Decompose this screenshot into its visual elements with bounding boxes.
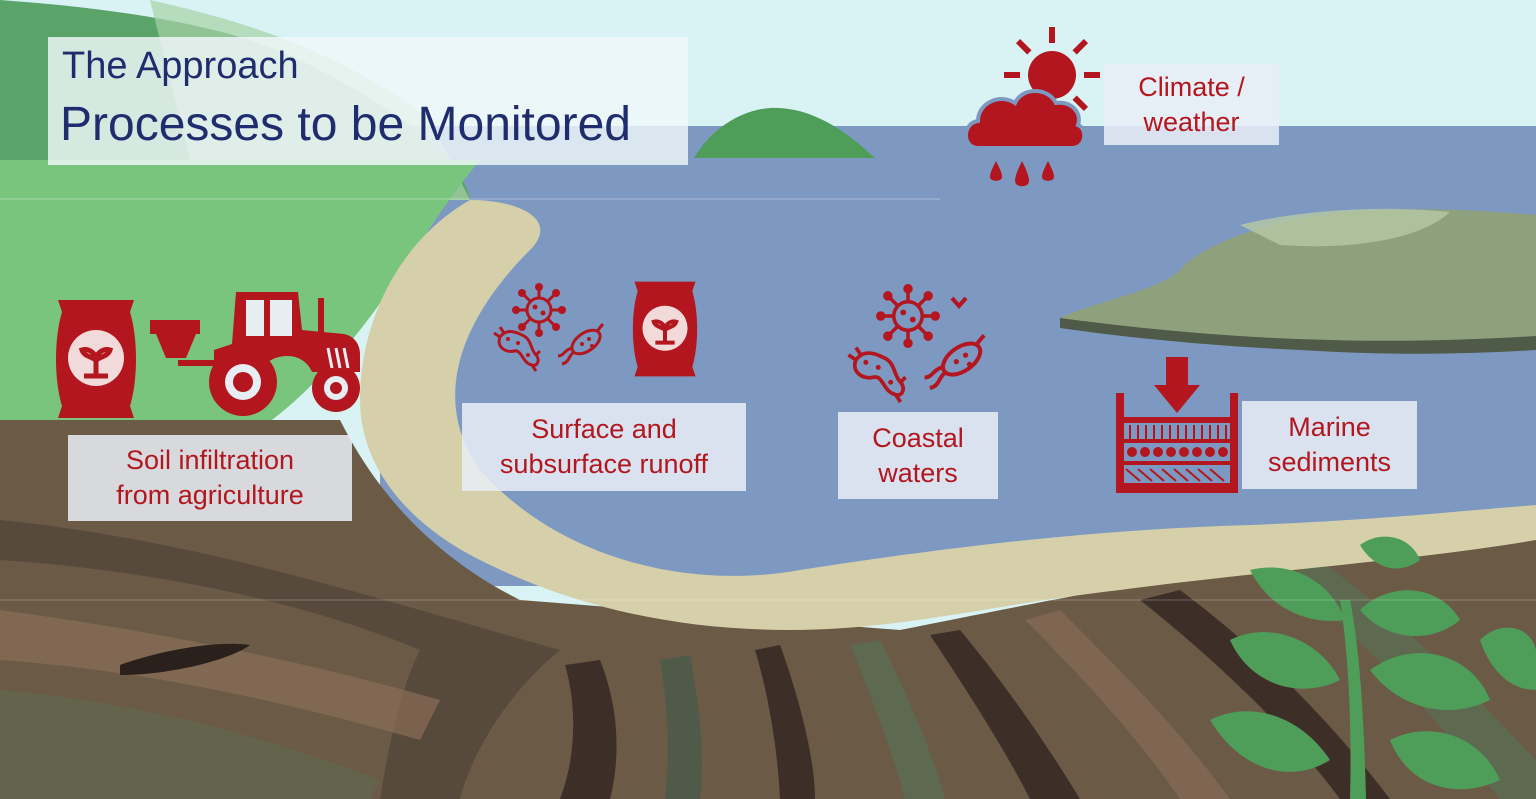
bacteria-icon — [557, 323, 605, 366]
beach — [360, 200, 1536, 630]
marine-label-line-2: sediments — [1267, 447, 1392, 477]
runoff-label-line-2: subsurface runoff — [499, 449, 709, 479]
island — [694, 107, 875, 158]
soil-infiltration-label: Soil infiltration from agriculture — [68, 435, 352, 521]
tractor-icon — [150, 292, 360, 416]
bacteria-icon — [847, 346, 907, 404]
fertilizer-bag-icon — [632, 281, 698, 377]
runoff-label-line-1: Surface and — [531, 414, 677, 444]
climate-label-line-1: Climate / — [1138, 71, 1245, 102]
fertilizer-bag-icon — [56, 300, 136, 418]
coastal-label-line-2: waters — [878, 457, 958, 488]
climate-weather-label: Climate / weather — [1104, 64, 1279, 145]
soil-label-line-2: from agriculture — [116, 480, 304, 510]
marine-sediments-label: Marine sediments — [1242, 401, 1417, 489]
title-panel: The Approach Processes to be Monitored — [48, 37, 688, 165]
far-coast — [1060, 209, 1536, 349]
page-subtitle: The Approach — [62, 45, 299, 87]
surface-runoff-label: Surface and subsurface runoff — [462, 403, 746, 491]
virus-icon — [512, 283, 566, 337]
coastal-label-line-1: Coastal — [872, 422, 964, 453]
virus-icon — [876, 284, 940, 348]
bacteria-icon — [924, 334, 986, 391]
sediment-core-icon — [1116, 357, 1238, 493]
page-title: Processes to be Monitored — [60, 98, 631, 151]
plant — [1210, 536, 1536, 799]
soil-label-line-1: Soil infiltration — [125, 445, 295, 475]
coastal-waters-label: Coastal waters — [838, 412, 998, 499]
bacteria-icon — [493, 326, 542, 372]
marine-label-line-1: Marine — [1288, 412, 1371, 442]
sea — [380, 126, 1536, 586]
chevron-down-icon — [950, 296, 968, 310]
sun-rain-cloud-icon — [964, 27, 1100, 187]
climate-label-line-2: weather — [1143, 106, 1240, 137]
